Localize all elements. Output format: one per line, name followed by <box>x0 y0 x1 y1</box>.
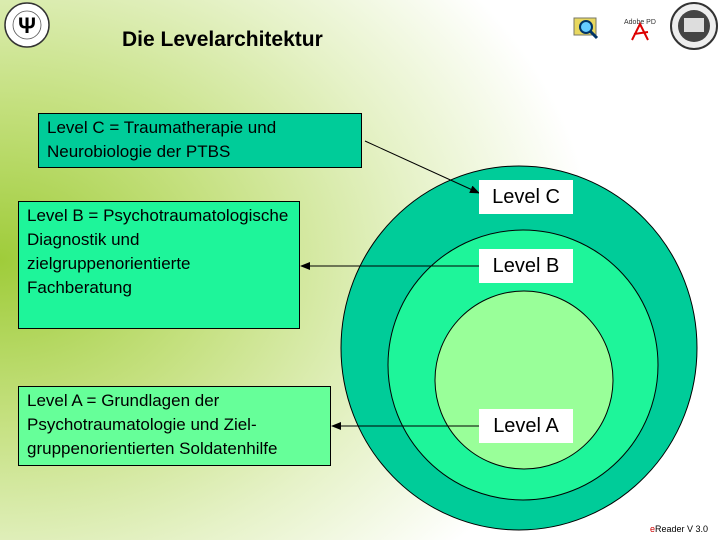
level-b-description: Level B = Psychotraumatologische Diagnos… <box>18 201 300 329</box>
level-b-label: Level B <box>479 249 573 283</box>
university-seal-icon <box>670 2 718 50</box>
arrow-c <box>364 140 480 194</box>
ereader-version-text: Reader V 3.0 <box>654 524 708 534</box>
folder-search-icon[interactable] <box>572 12 600 40</box>
level-c-label: Level C <box>479 180 573 214</box>
ereader-version: eReader V 3.0 <box>650 524 708 534</box>
logo-psychologischer-dienst: Ψ <box>2 2 52 48</box>
adobe-pdf-label: Adobe PDF <box>624 19 656 26</box>
level-c-description: Level C = Traumatherapie und Neurobiolog… <box>38 113 362 168</box>
ereader-e: e <box>649 524 655 534</box>
level-a-label: Level A <box>479 409 573 443</box>
adobe-pdf-icon[interactable]: Adobe PDF <box>622 14 660 42</box>
level-a-description: Level A = Grundlagen der Psychotraumatol… <box>18 386 331 466</box>
svg-text:Ψ: Ψ <box>18 13 36 38</box>
page-title: Die Levelarchitektur <box>122 28 323 51</box>
